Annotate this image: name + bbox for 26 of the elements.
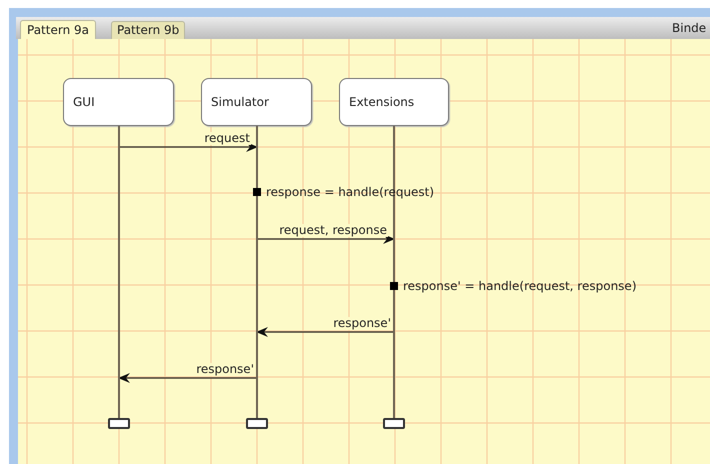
- panel-title: Binde: [672, 20, 706, 36]
- message-arrow: [257, 234, 395, 244]
- edge-label: request: [203, 132, 251, 145]
- lifeline-head-box: [339, 78, 449, 126]
- lifeline: [393, 126, 395, 418]
- message-arrow: [118, 373, 257, 383]
- participant-name: Simulator: [211, 94, 269, 111]
- edge-label: response': [195, 363, 255, 376]
- lifeline-head-box: [201, 78, 312, 126]
- lifeline-end-box: [383, 418, 405, 429]
- activation-marker: [253, 188, 261, 196]
- lifeline-end-box: [246, 418, 268, 429]
- lifeline-end-box: [108, 418, 130, 429]
- message-arrow: [119, 142, 258, 152]
- participant-name: GUI: [73, 94, 95, 111]
- participant-name: Extensions: [349, 94, 414, 111]
- edge-label: request, response: [278, 224, 388, 237]
- message-arrow: [256, 327, 394, 337]
- edge-label: response': [332, 317, 392, 330]
- lifeline: [118, 126, 120, 418]
- activation-marker: [390, 282, 398, 290]
- lifeline-head-box: [63, 78, 174, 126]
- tab: Pattern 9a: [20, 20, 96, 39]
- tab: Pattern 9b: [111, 21, 186, 39]
- lifeline: [256, 126, 258, 418]
- action-label: response' = handle(request, response): [403, 279, 636, 293]
